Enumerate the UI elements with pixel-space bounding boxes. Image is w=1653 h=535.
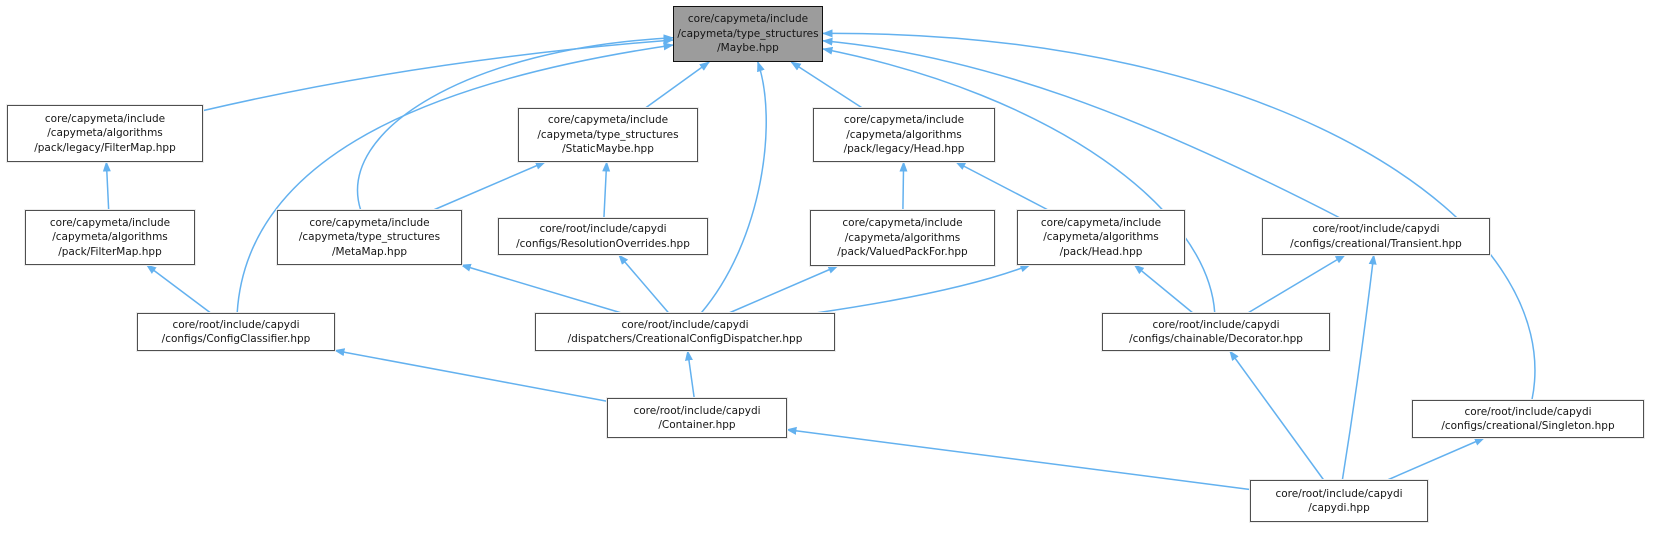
graph-node-label-line: /Maybe.hpp [717, 42, 779, 55]
graph-edge-cont-to-cc [334, 348, 608, 402]
graph-edge-mm-to-maybe [356, 34, 674, 211]
graph-node-label-line: /configs/creational/Singleton.hpp [1441, 420, 1615, 432]
graph-node-label-line: core/capymeta/include [547, 114, 669, 127]
graph-node-lh[interactable]: core/capymeta/include/capymeta/algorithm… [813, 108, 995, 162]
graph-node-label-line: /MetaMap.hpp [331, 245, 408, 258]
graph-edge-cd-to-vpf [728, 265, 839, 314]
graph-node-label-line: /pack/ValuedPackFor.hpp [837, 246, 968, 259]
graph-edge-cd-to-ro [618, 254, 670, 314]
graph-node-label-line: core/root/include/capydi [539, 223, 667, 235]
graph-node-label-line: core/root/include/capydi [172, 318, 300, 331]
graph-node-label-line: core/capymeta/include [687, 13, 809, 26]
graph-node-mm[interactable]: core/capymeta/include/capymeta/type_stru… [277, 210, 462, 265]
graph-node-label-line: /capymeta/algorithms [52, 231, 168, 244]
graph-edge-dec-to-ph [1133, 264, 1194, 314]
graph-edge-dec-to-tr [1247, 254, 1346, 314]
graph-node-label-line: /pack/Head.hpp [1059, 245, 1143, 258]
graph-node-label-line: /configs/ConfigClassifier.hpp [161, 333, 311, 345]
graph-edge-cap-to-tr [1341, 254, 1377, 481]
graph-edge-cap-to-dec [1229, 350, 1325, 481]
graph-edge-lfm-to-maybe [202, 36, 674, 112]
graph-node-label-line: /pack/legacy/Head.hpp [843, 143, 965, 156]
graph-edge-cont-to-cd [685, 350, 695, 399]
graph-edge-lh-to-maybe [790, 61, 863, 109]
graph-node-label-line: /configs/ResolutionOverrides.hpp [516, 237, 690, 250]
graph-node-label-line: core/capymeta/include [1040, 216, 1162, 229]
graph-node-label-line: core/root/include/capydi [1152, 318, 1280, 331]
graph-node-label-line: core/capymeta/include [843, 114, 965, 127]
graph-node-label-line: core/root/include/capydi [1275, 487, 1403, 500]
graph-edge-cc-to-maybe [236, 42, 674, 314]
graph-edge-sg-to-maybe [822, 29, 1536, 401]
graph-node-label-line: core/capymeta/include [44, 112, 166, 125]
graph-edge-ph-to-lh [955, 161, 1049, 211]
graph-edge-dec-to-maybe [822, 46, 1216, 314]
graph-node-label-line: /capymeta/algorithms [1043, 231, 1159, 244]
graph-edge-ro-to-sm [602, 161, 611, 219]
graph-node-label-line: /StaticMaybe.hpp [562, 143, 654, 156]
graph-edge-sm-to-maybe [644, 61, 710, 109]
graph-node-label-line: core/root/include/capydi [633, 404, 761, 417]
graph-node-cont[interactable]: core/root/include/capydi/Container.hpp [607, 398, 787, 438]
graph-node-sg[interactable]: core/root/include/capydi/configs/creatio… [1412, 400, 1644, 438]
graph-node-pfm[interactable]: core/capymeta/include/capymeta/algorithm… [25, 210, 195, 265]
graph-node-cc[interactable]: core/root/include/capydi/configs/ConfigC… [137, 313, 335, 351]
graph-node-label-line: /capymeta/type_structures [677, 27, 819, 40]
graph-node-label-line: /capymeta/algorithms [47, 127, 163, 140]
graph-edge-vpf-to-lh [899, 161, 908, 211]
graph-node-lfm[interactable]: core/capymeta/include/capymeta/algorithm… [7, 105, 203, 162]
graph-node-sm[interactable]: core/capymeta/include/capymeta/type_stru… [518, 108, 698, 162]
graph-node-cd[interactable]: core/root/include/capydi/dispatchers/Cre… [535, 313, 835, 351]
graph-node-tr[interactable]: core/root/include/capydi/configs/creatio… [1262, 218, 1490, 255]
graph-edge-cc-to-pfm [145, 264, 212, 314]
graph-node-label-line: /capymeta/type_structures [537, 128, 679, 141]
graph-node-maybe[interactable]: core/capymeta/include/capymeta/type_stru… [673, 6, 823, 62]
graph-node-label-line: core/root/include/capydi [1312, 223, 1440, 235]
graph-node-vpf[interactable]: core/capymeta/include/capymeta/algorithm… [810, 210, 995, 266]
graph-edge-cd-to-ph [815, 264, 1031, 314]
graph-node-label-line: /configs/creational/Transient.hpp [1290, 237, 1462, 250]
graph-edge-cap-to-cont [786, 426, 1251, 491]
graph-node-label-line: core/root/include/capydi [1464, 405, 1592, 418]
graph-edge-tr-to-maybe [822, 37, 1341, 219]
graph-edge-mm-to-sm [433, 161, 547, 211]
graph-node-label-line: /capymeta/algorithms [846, 128, 962, 141]
graph-node-label-line: core/capymeta/include [49, 216, 171, 229]
graph-node-label-line: /pack/legacy/FilterMap.hpp [34, 141, 176, 154]
graph-node-label-line: /capydi.hpp [1308, 502, 1370, 514]
graph-node-label-line: core/root/include/capydi [621, 318, 749, 331]
graph-node-ph[interactable]: core/capymeta/include/capymeta/algorithm… [1017, 210, 1185, 265]
graph-node-label-line: /capymeta/type_structures [298, 231, 441, 244]
graph-edge-cd-to-mm [460, 263, 622, 314]
graph-node-label-line: core/capymeta/include [842, 217, 963, 230]
graph-node-ro[interactable]: core/root/include/capydi/configs/Resolut… [498, 218, 708, 255]
graph-node-label-line: /dispatchers/CreationalConfigDispatcher.… [567, 333, 803, 345]
graph-node-label-line: /configs/chainable/Decorator.hpp [1129, 333, 1303, 345]
graph-node-label-line: /Container.hpp [658, 419, 736, 431]
graph-edge-pfm-to-lfm [102, 161, 111, 211]
graph-edge-cap-to-sg [1387, 437, 1486, 481]
graph-node-label-line: /capymeta/algorithms [844, 231, 961, 244]
graph-node-dec[interactable]: core/root/include/capydi/configs/chainab… [1102, 313, 1330, 351]
graph-node-label-line: /pack/FilterMap.hpp [58, 245, 162, 258]
graph-edge-cd-to-maybe [700, 61, 767, 314]
graph-node-label-line: core/capymeta/include [309, 216, 430, 229]
graph-node-cap[interactable]: core/root/include/capydi/capydi.hpp [1250, 480, 1428, 522]
